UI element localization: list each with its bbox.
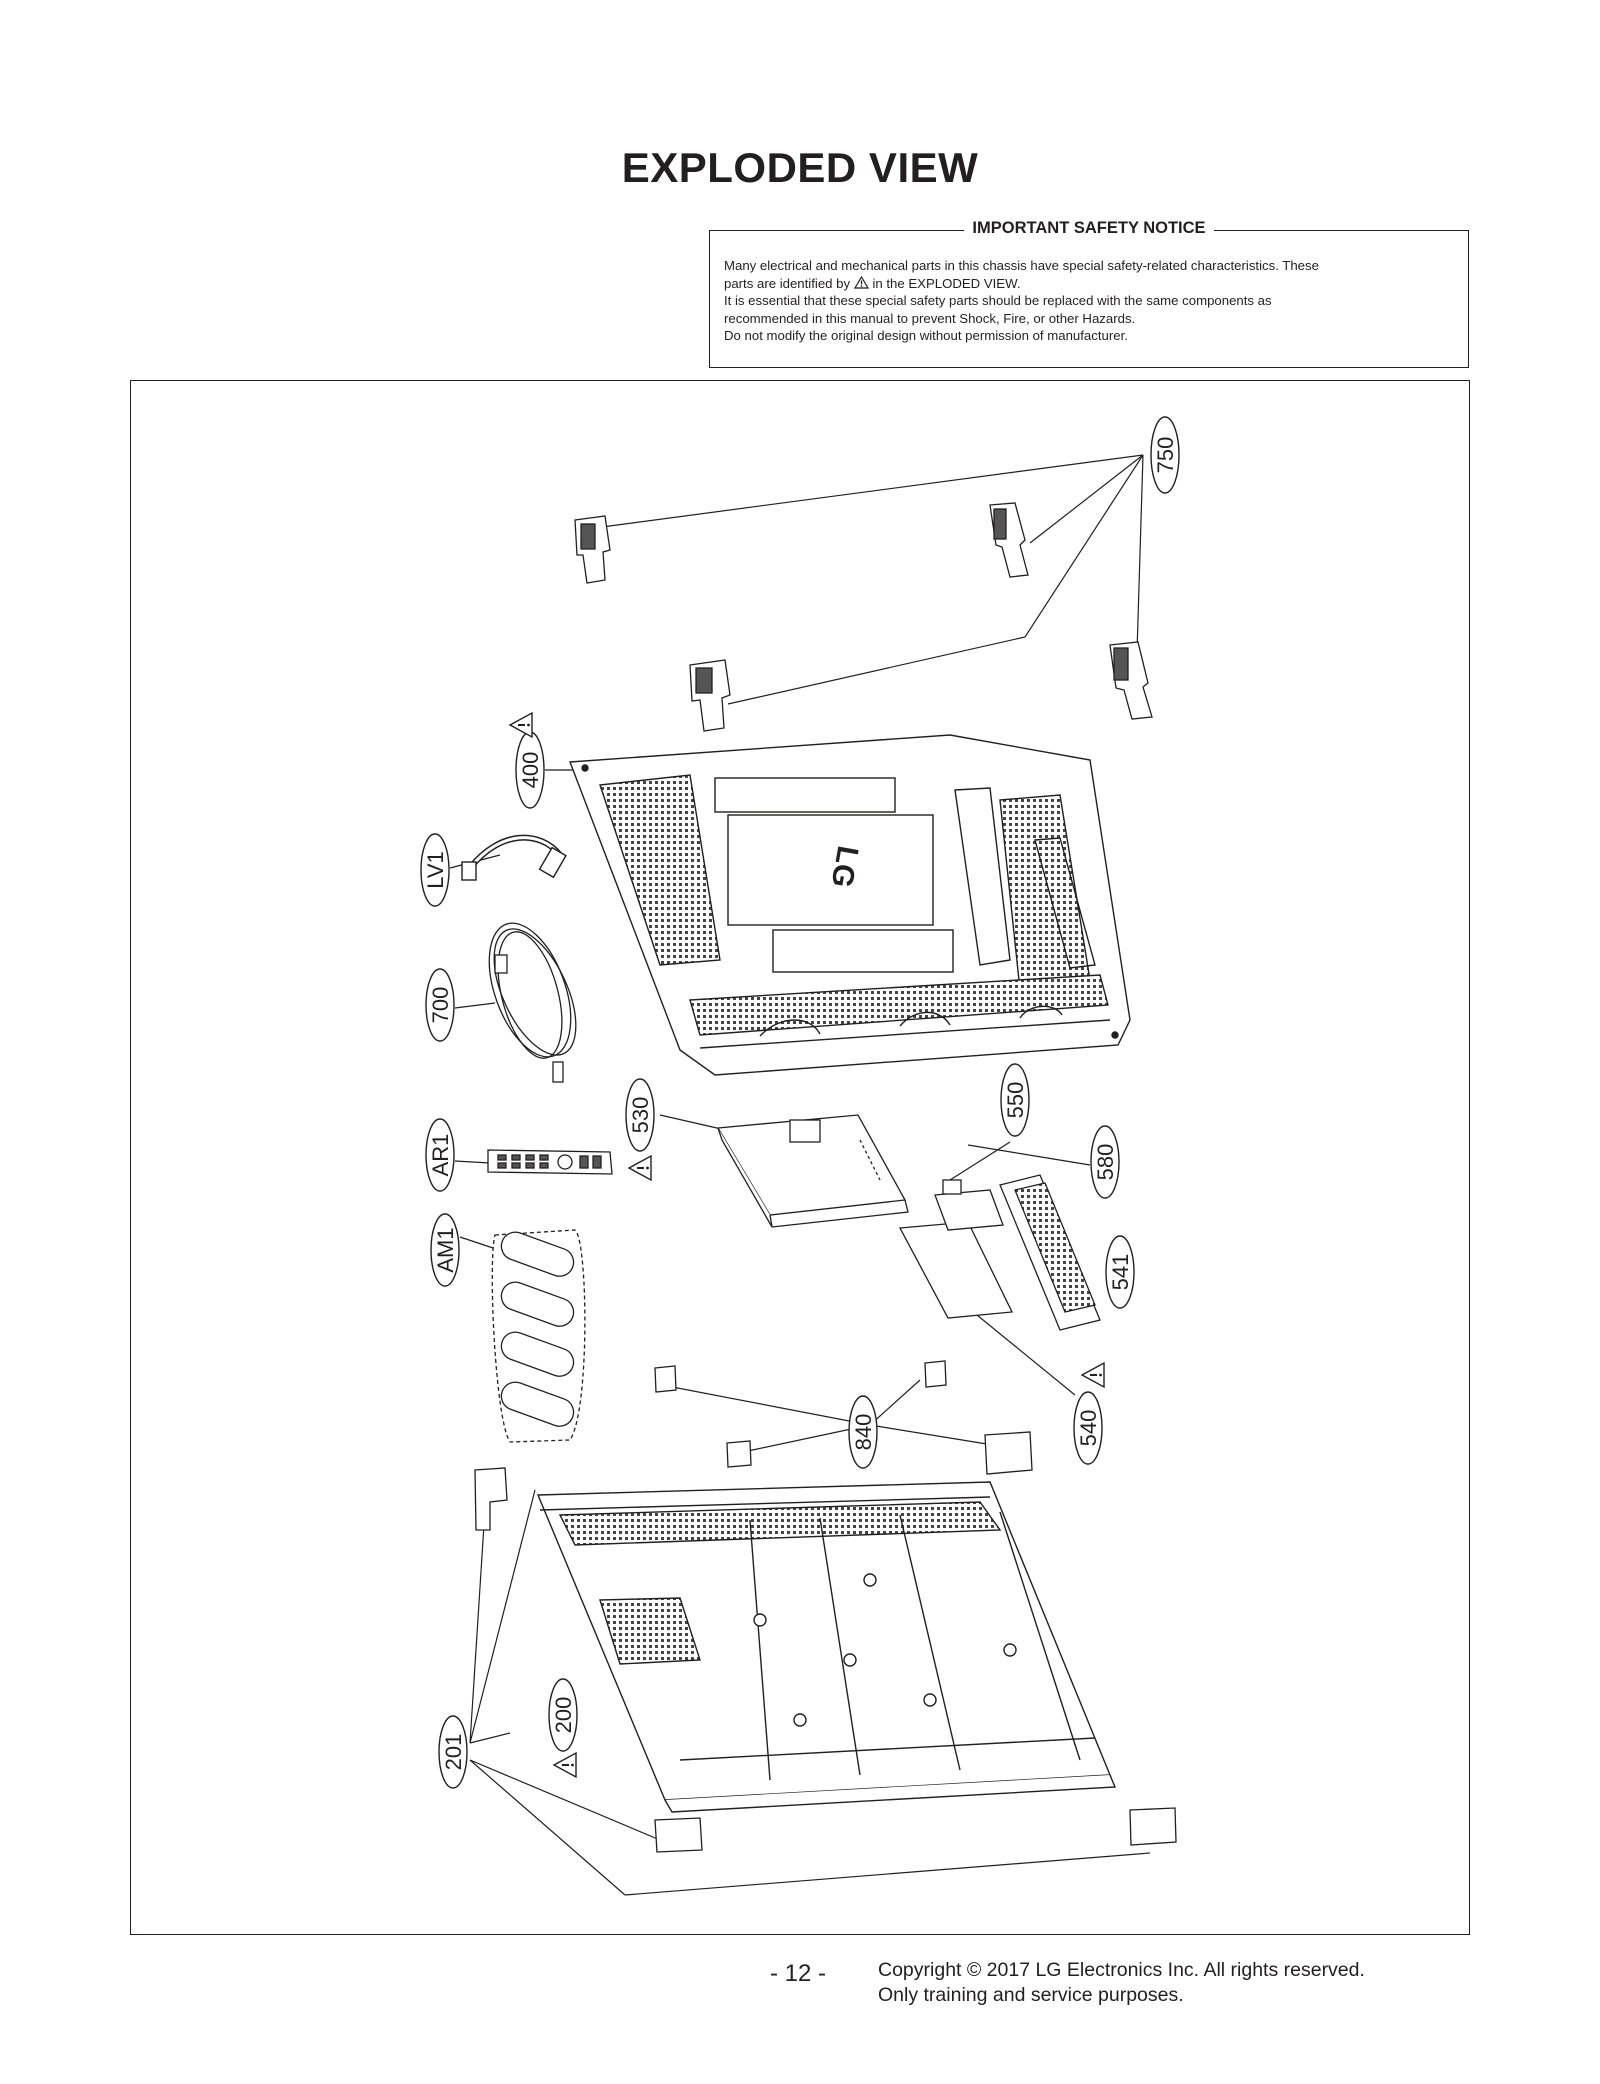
callout-lv1: LV1 [420,833,450,907]
page-title: EXPLODED VIEW [621,144,979,191]
callout-700-label: 700 [428,987,453,1024]
callout-550: 550 [1000,1063,1030,1137]
warning-triangle-icon [628,1155,652,1181]
part-callouts: 750 400 LV1 700 530 550 580 AR1 AM1 541 … [420,416,1180,1789]
callout-750: 750 [1150,416,1180,494]
safety-notice-title: IMPORTANT SAFETY NOTICE [964,219,1214,237]
page-number: - 12 - [770,1960,827,1987]
warning-triangle-icon [1081,1362,1105,1388]
mount-brackets [654,1360,1013,1468]
callout-540: 540 [1073,1391,1103,1465]
safety-notice-box: IMPORTANT SAFETY NOTICE Many electrical … [709,219,1469,368]
callout-541: 541 [1105,1235,1135,1309]
callout-ar1: AR1 [425,1118,455,1192]
callout-200: 200 [548,1678,578,1752]
board-cover [999,1174,1101,1331]
callout-am1-label: AM1 [433,1227,458,1272]
exploded-view-frame [130,380,1470,1935]
main-frame [536,1481,1117,1813]
notice-line-2: parts are identified by in the EXPLODED … [724,275,1454,293]
warning-triangle-icon [853,275,869,289]
callout-201: 201 [438,1715,468,1789]
copyright-notice: Copyright © 2017 LG Electronics Inc. All… [878,1958,1365,2008]
notice-line-2-start: parts are identified by [724,275,851,291]
callout-580: 580 [1090,1125,1120,1199]
notice-line-5: Do not modify the original design withou… [724,328,1128,343]
callout-400: 400 [515,731,545,809]
callout-840: 840 [848,1395,878,1469]
stand-brackets [574,502,1153,732]
callout-am1: AM1 [430,1213,460,1287]
callout-400-label: 400 [518,752,543,789]
copyright-line-1: Copyright © 2017 LG Electronics Inc. All… [878,1959,1365,1981]
warning-triangle-icon [553,1752,577,1778]
warning-triangle-icon [509,712,533,738]
notice-line-3: It is essential that these special safet… [724,293,1272,308]
lvds-cable [461,834,567,881]
callout-540-label: 540 [1076,1410,1101,1447]
notice-line-2-end: in the EXPLODED VIEW. [872,275,1021,291]
power-cord [488,922,577,1083]
callout-541-label: 541 [1108,1254,1133,1291]
remote-control [487,1149,613,1175]
notice-line-4: recommended in this manual to prevent Sh… [724,310,1136,326]
notice-line-1: Many electrical and mechanical parts in … [724,258,1319,273]
lg-logo: LG [824,843,864,890]
callout-580-label: 580 [1093,1144,1118,1181]
callout-200-label: 200 [551,1697,576,1734]
callout-550-label: 550 [1003,1082,1028,1119]
side-brackets [474,1431,1177,1853]
copyright-line-2: Only training and service purposes. [878,1984,1184,2006]
callout-700: 700 [425,968,455,1042]
callout-lv1-label: LV1 [423,851,448,889]
back-cover [569,734,1131,1076]
callout-ar1-label: AR1 [428,1134,453,1177]
power-board [898,1179,1013,1319]
callout-530: 530 [625,1078,655,1152]
accessory-set [491,1229,586,1443]
safety-notice-body: Many electrical and mechanical parts in … [724,257,1454,345]
main-board [716,1114,909,1228]
callout-530-label: 530 [628,1097,653,1134]
callout-840-label: 840 [851,1414,876,1451]
callout-201-label: 201 [441,1734,466,1771]
callout-750-label: 750 [1153,437,1178,474]
